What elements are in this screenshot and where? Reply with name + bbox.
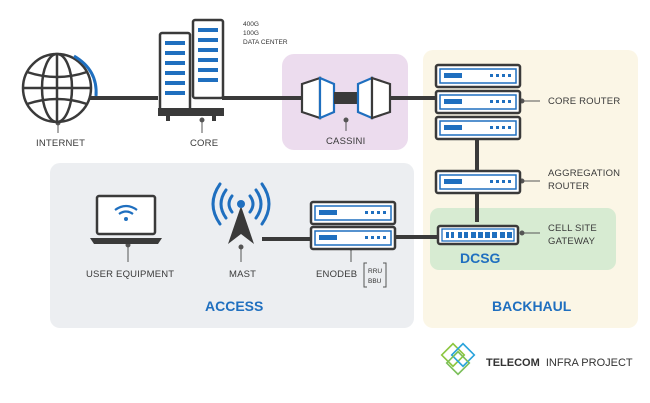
enodeb-label: ENODEB: [316, 269, 357, 280]
rru-label: RRU: [368, 268, 382, 275]
globe-icon: [21, 52, 98, 124]
cassini-icon: [300, 76, 392, 120]
aggregation-router-line-1: AGGREGATION: [548, 168, 620, 179]
data-center-line-1: 400G: [243, 21, 259, 28]
core-router-label: CORE ROUTER: [548, 96, 620, 107]
dcsg-region: [430, 208, 616, 270]
cassini-label: CASSINI: [326, 136, 365, 147]
brand-name-bold: TELECOM: [486, 357, 540, 369]
user-equipment-label: USER EQUIPMENT: [86, 269, 174, 280]
aggregation-router-line-2: ROUTER: [548, 181, 589, 192]
data-center-line-2: 100G: [243, 30, 259, 37]
mast-label: MAST: [229, 269, 256, 280]
cell-tower-icon: [211, 182, 271, 244]
data-center-line-3: DATA CENTER: [243, 39, 288, 46]
rru-bbu-bracket: [363, 262, 387, 288]
tip-logo-icon: [440, 342, 476, 376]
server-icon: [158, 18, 225, 121]
brand-name-rest: INFRA PROJECT: [546, 357, 633, 369]
gateway-icon: [436, 224, 520, 246]
laptop-wifi-icon: [90, 194, 162, 244]
core-label: CORE: [190, 138, 218, 149]
dcsg-label: DCSG: [460, 250, 501, 266]
brand-name: TELECOM INFRA PROJECT: [486, 357, 633, 369]
cell-site-gateway-line-2: GATEWAY: [548, 236, 596, 247]
cell-site-gateway-line-1: CELL SITE: [548, 223, 597, 234]
internet-label: INTERNET: [36, 138, 85, 149]
access-title: ACCESS: [205, 298, 263, 314]
backhaul-title: BACKHAUL: [492, 298, 572, 314]
bbu-label: BBU: [368, 278, 382, 285]
router-icon: [434, 63, 522, 195]
